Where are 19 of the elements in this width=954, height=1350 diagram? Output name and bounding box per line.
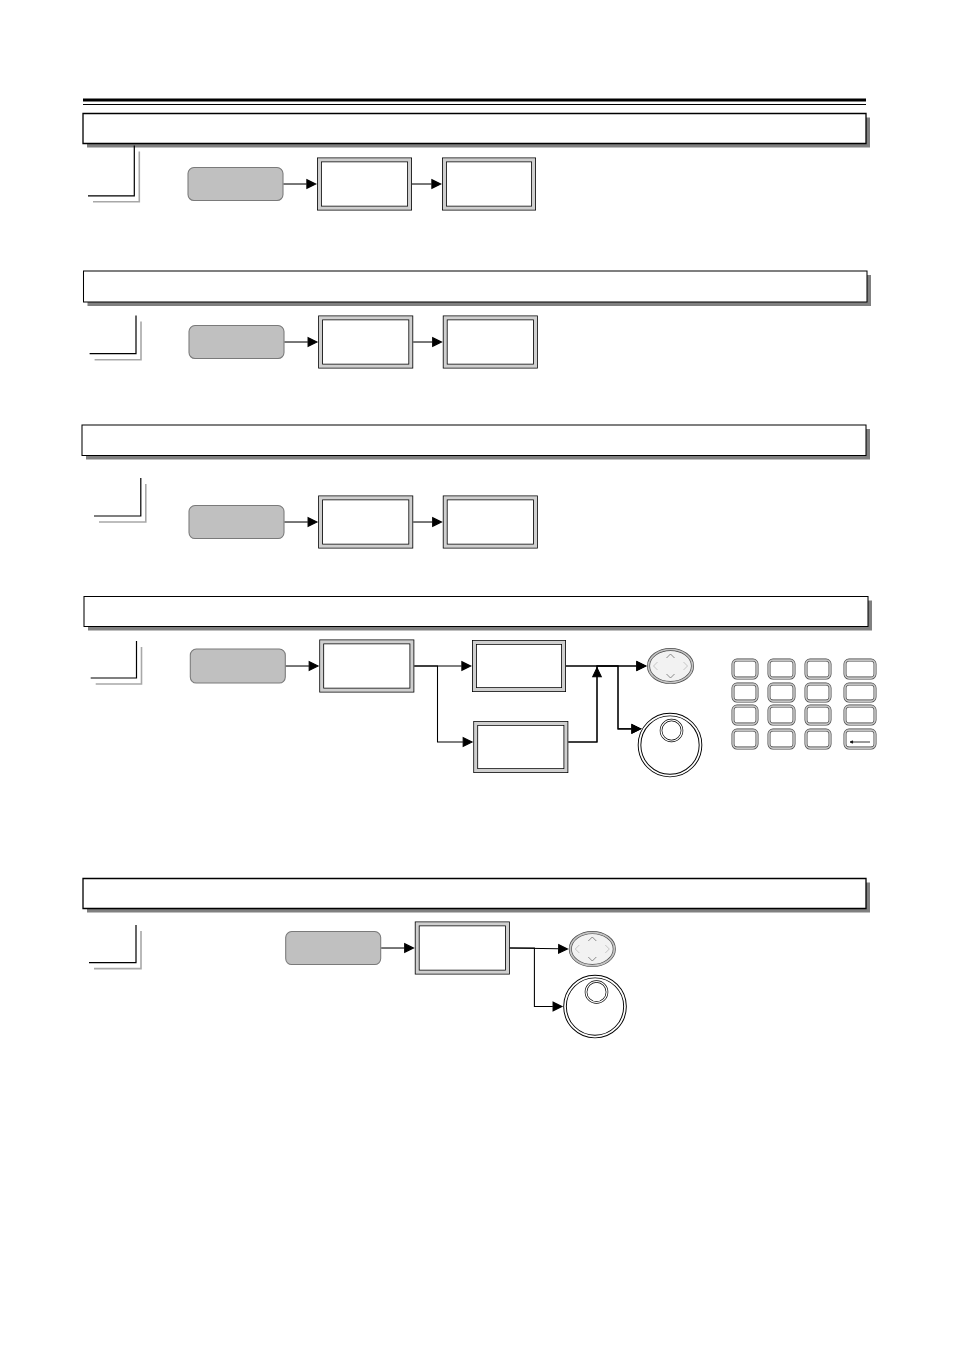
soft-key — [189, 648, 286, 684]
soft-key — [188, 504, 285, 540]
soft-key — [187, 166, 284, 202]
rotary-knob — [563, 974, 627, 1039]
display-box — [318, 495, 414, 549]
display-box — [414, 921, 510, 975]
display-box — [442, 157, 536, 211]
arrow-key-pad — [568, 930, 616, 968]
display-box — [319, 639, 415, 693]
rotary-knob — [637, 712, 703, 778]
arrow-key-pad — [646, 647, 695, 685]
display-box — [442, 495, 538, 549]
display-box — [317, 157, 412, 211]
display-box — [442, 315, 538, 369]
display-box — [472, 640, 566, 692]
display-box — [473, 721, 569, 773]
soft-key — [285, 930, 382, 966]
soft-key — [188, 324, 285, 360]
display-box — [318, 315, 414, 369]
